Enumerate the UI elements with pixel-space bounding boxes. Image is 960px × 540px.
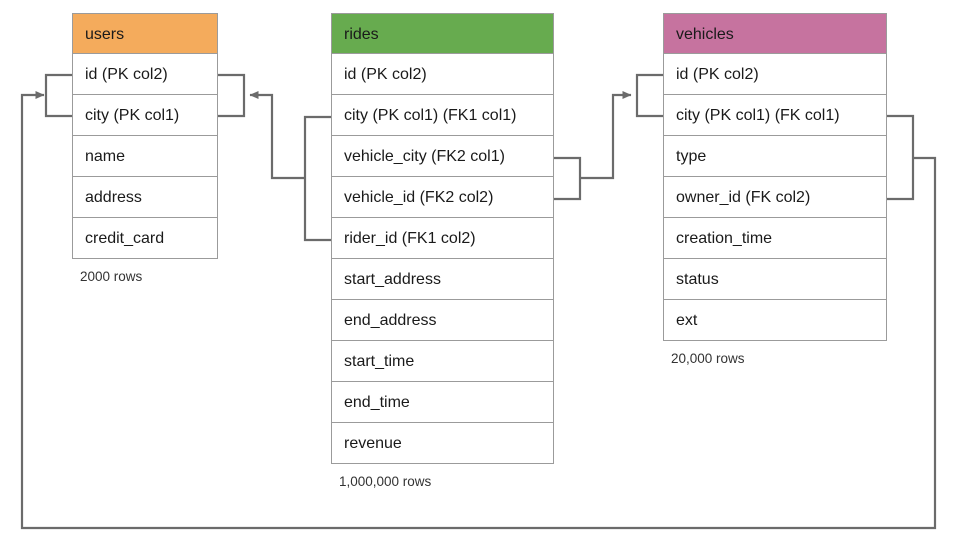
connector-fk2-rides-to-vehicles <box>580 91 632 180</box>
entity-vehicles-row-count: 20,000 rows <box>671 351 745 366</box>
connector-vehicles-left-bracket <box>635 73 663 118</box>
entity-vehicles-column[interactable]: ext <box>663 300 887 341</box>
entity-vehicles-column[interactable]: creation_time <box>663 218 887 259</box>
entity-vehicles-column[interactable]: city (PK col1) (FK col1) <box>663 95 887 136</box>
entity-users-row-count: 2000 rows <box>80 269 143 284</box>
connector-fk1-rides-to-users <box>249 91 305 180</box>
connector-users-right-bracket <box>218 73 246 118</box>
entity-vehicles-column[interactable]: owner_id (FK col2) <box>663 177 887 218</box>
connector-rides-right-bracket <box>554 156 582 201</box>
entity-rides-title: rides <box>331 13 554 54</box>
connector-users-left-bracket <box>44 73 72 118</box>
entity-rides-column[interactable]: vehicle_city (FK2 col1) <box>331 136 554 177</box>
entity-rides-column[interactable]: id (PK col2) <box>331 54 554 95</box>
entity-rides-column[interactable]: end_address <box>331 300 554 341</box>
entity-vehicles-column[interactable]: status <box>663 259 887 300</box>
connector-fk-vehicles-to-users <box>20 91 937 530</box>
entity-vehicles-column[interactable]: id (PK col2) <box>663 54 887 95</box>
entity-users-column[interactable]: name <box>72 136 218 177</box>
entity-users-column[interactable]: city (PK col1) <box>72 95 218 136</box>
entity-rides-column[interactable]: end_time <box>331 382 554 423</box>
entity-vehicles-title: vehicles <box>663 13 887 54</box>
connector-vehicles-right-bracket <box>887 114 915 201</box>
entity-rides-column[interactable]: revenue <box>331 423 554 464</box>
entity-rides-column[interactable]: rider_id (FK1 col2) <box>331 218 554 259</box>
entity-rides-column[interactable]: vehicle_id (FK2 col2) <box>331 177 554 218</box>
entity-rides-column[interactable]: start_time <box>331 341 554 382</box>
entity-rides-column[interactable]: start_address <box>331 259 554 300</box>
connector-rides-left-bracket <box>303 115 331 242</box>
entity-rides-column[interactable]: city (PK col1) (FK1 col1) <box>331 95 554 136</box>
entity-vehicles-column[interactable]: type <box>663 136 887 177</box>
entity-users-column[interactable]: address <box>72 177 218 218</box>
entity-users-column[interactable]: id (PK col2) <box>72 54 218 95</box>
entity-rides-row-count: 1,000,000 rows <box>339 474 432 489</box>
entity-users-title: users <box>72 13 218 54</box>
entity-users-column[interactable]: credit_card <box>72 218 218 259</box>
